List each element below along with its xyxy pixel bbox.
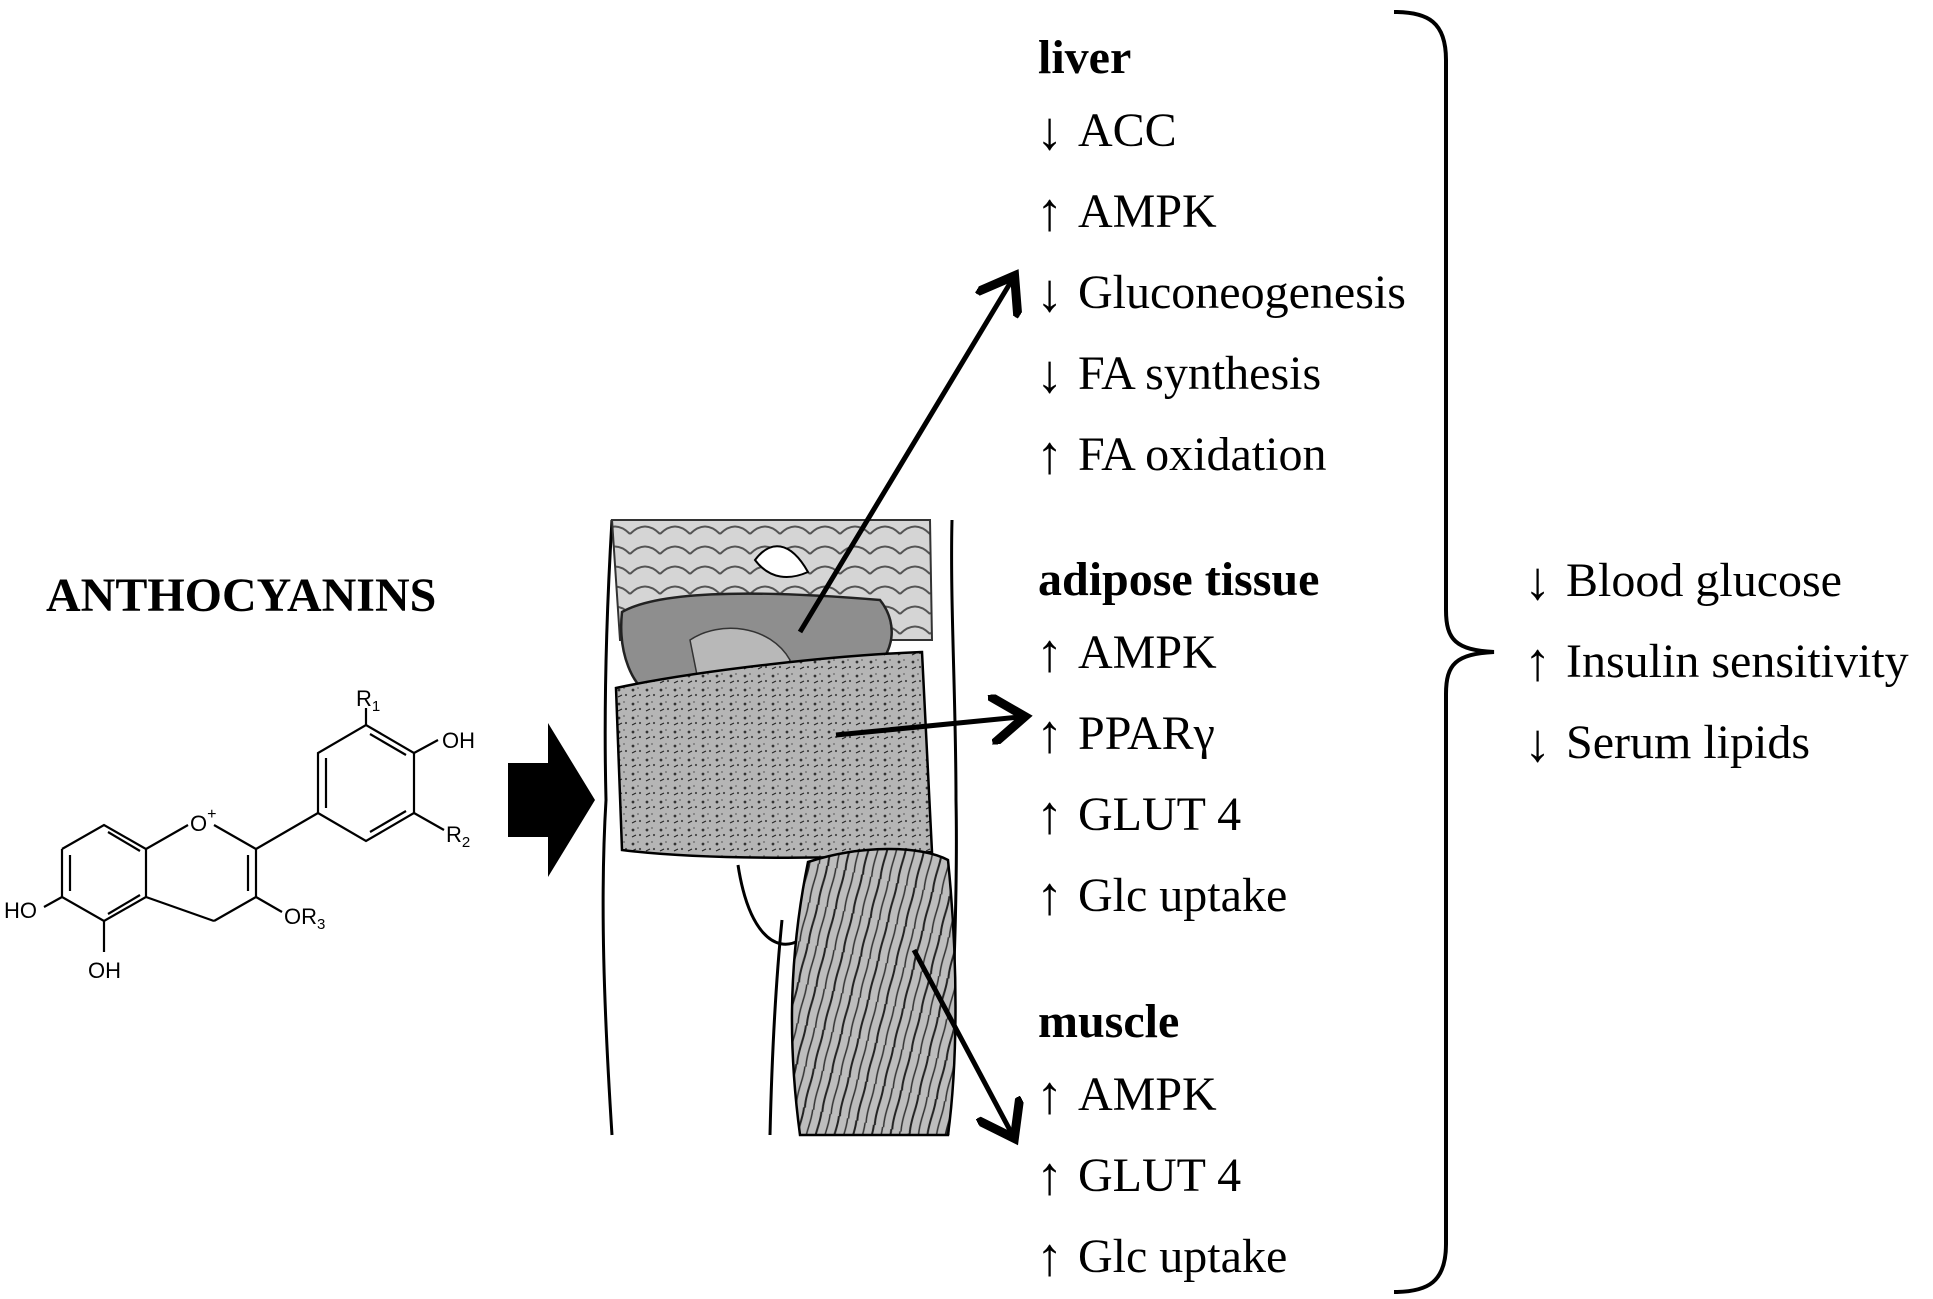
- liver-pointer-arrow: [797, 280, 1012, 634]
- up-arrow-icon: ↑: [1036, 425, 1063, 485]
- oh-top-label: OH: [442, 728, 475, 753]
- down-arrow-icon: ↓: [1036, 263, 1063, 323]
- liver-heading: liver: [1038, 31, 1132, 84]
- adipose-effect-item: ↑Glc uptake: [1036, 866, 1288, 926]
- oh-bottom-label: OH: [88, 958, 121, 983]
- adipose-effect-item: ↑GLUT 4: [1036, 785, 1242, 845]
- up-arrow-icon: ↑: [1036, 182, 1063, 242]
- muscle-effect-item: ↑Glc uptake: [1036, 1227, 1288, 1287]
- muscle-effect-item: ↑AMPK: [1036, 1065, 1217, 1125]
- up-arrow-icon: ↑: [1036, 785, 1063, 845]
- r2-label: R2: [446, 822, 470, 851]
- liver-effect-item: ↑FA oxidation: [1036, 425, 1327, 485]
- up-arrow-icon: ↑: [1036, 1227, 1063, 1287]
- adipose-heading: adipose tissue: [1038, 553, 1320, 606]
- outcome-item: ↓Serum lipids: [1524, 713, 1811, 773]
- liver-effect-item: ↓Gluconeogenesis: [1036, 263, 1406, 323]
- up-arrow-icon: ↑: [1036, 704, 1063, 764]
- down-arrow-icon: ↓: [1036, 344, 1063, 404]
- oxonium-label: O+: [190, 806, 216, 836]
- down-arrow-icon: ↓: [1524, 713, 1551, 773]
- up-arrow-icon: ↑: [1036, 866, 1063, 926]
- liver-effect-item: ↑AMPK: [1036, 182, 1217, 242]
- ho-label: HO: [4, 898, 37, 923]
- muscle-effect-item: ↑GLUT 4: [1036, 1146, 1242, 1206]
- adipose-effect-item: ↑PPARγ: [1036, 704, 1215, 764]
- liver-effect-item: ↓FA synthesis: [1036, 344, 1322, 404]
- adipose-effect-item: ↑AMPK: [1036, 623, 1217, 683]
- up-arrow-icon: ↑: [1524, 632, 1551, 692]
- outcome-item: ↑Insulin sensitivity: [1524, 632, 1909, 692]
- down-arrow-icon: ↓: [1524, 551, 1551, 611]
- liver-effect-item: ↓ACC: [1036, 101, 1177, 161]
- down-arrow-icon: ↓: [1036, 101, 1063, 161]
- up-arrow-icon: ↑: [1036, 1146, 1063, 1206]
- adipose-pointer-arrow: [835, 717, 1020, 735]
- or3-label: OR3: [284, 904, 325, 933]
- outcome-item: ↓Blood glucose: [1524, 551, 1842, 611]
- compound-name: ANTHOCYANINS: [46, 569, 437, 622]
- muscle-heading: muscle: [1038, 995, 1180, 1048]
- up-arrow-icon: ↑: [1036, 1065, 1063, 1125]
- muscle-pointer-arrow: [911, 948, 1012, 1134]
- up-arrow-icon: ↑: [1036, 623, 1063, 683]
- r1-label: R1: [356, 686, 380, 715]
